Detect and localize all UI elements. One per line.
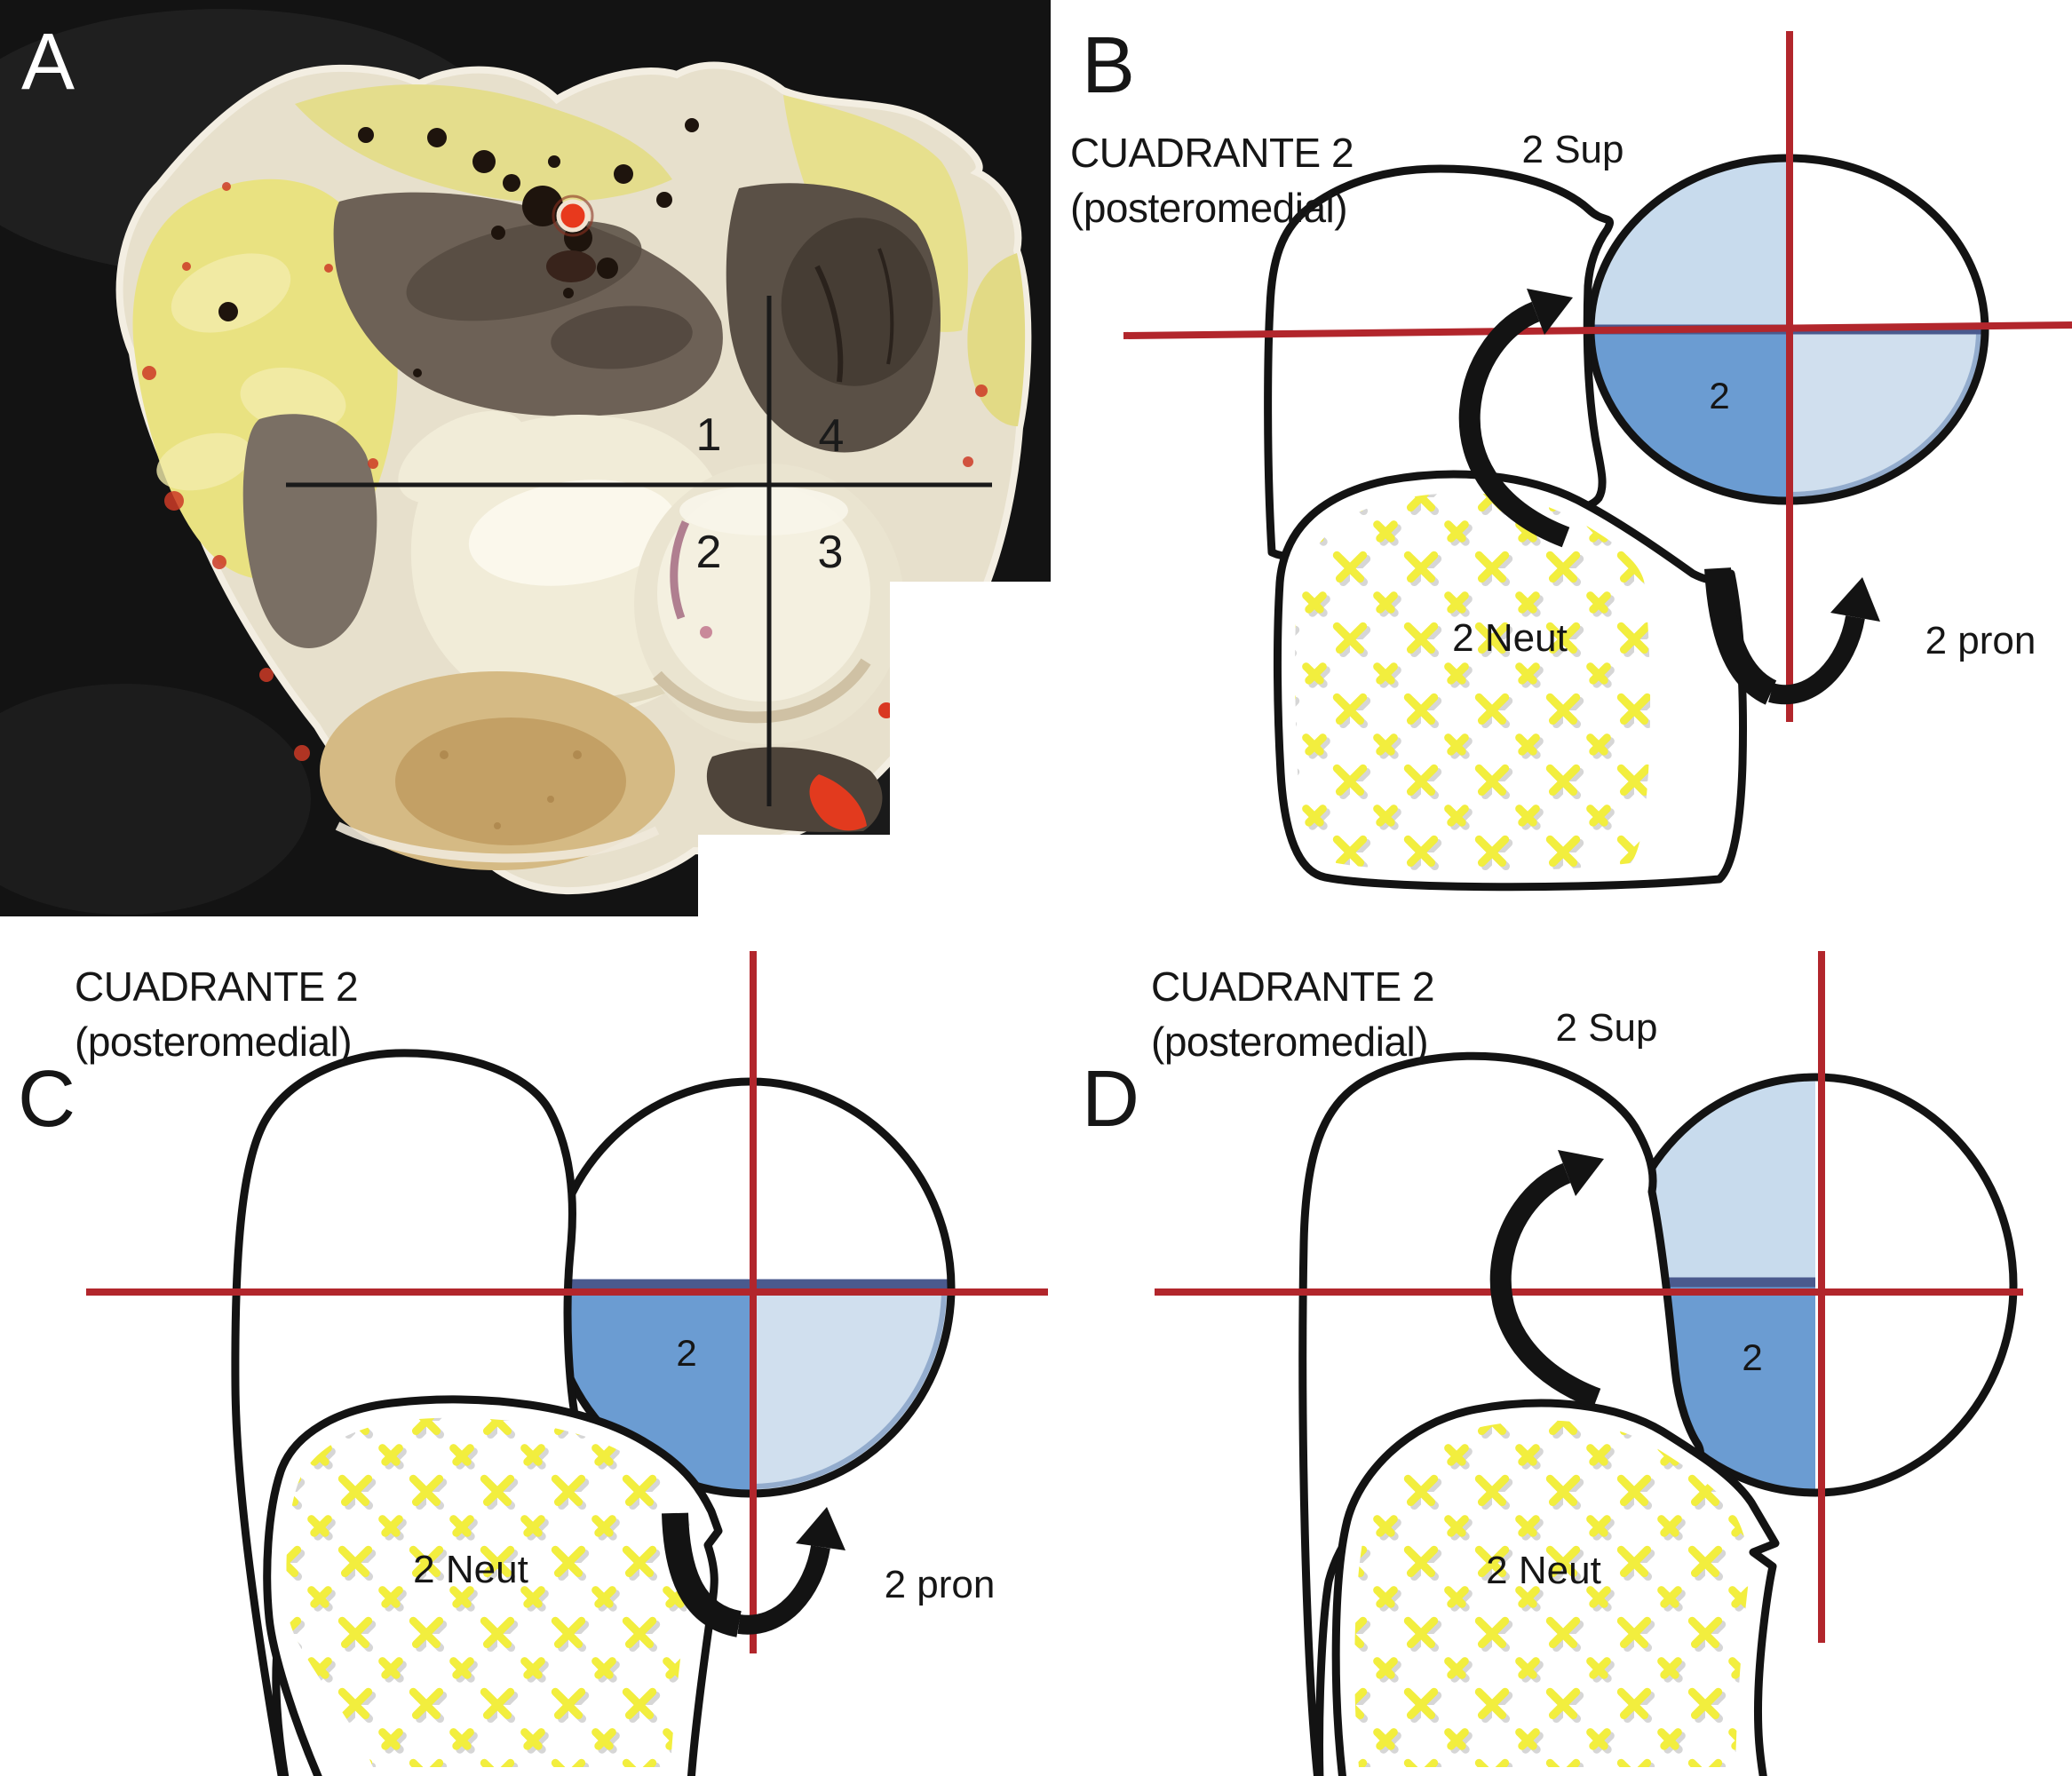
pronation-arrow-tail-c: [662, 1512, 742, 1637]
fat-marbling: [156, 432, 252, 491]
photo-quadrant-2: 2: [696, 527, 722, 578]
tendon-highlight: [468, 480, 678, 586]
pronation-arrow-b: [1768, 614, 1865, 705]
cloth-fold-highlight: [0, 684, 311, 915]
red-stains: [142, 182, 988, 761]
panel-d-title-line1: CUADRANTE 2: [1151, 963, 1434, 1010]
panel-c-title-line2: (posteromedial): [75, 1019, 352, 1065]
muscle-crack: [877, 248, 894, 365]
supination-arrow-b: [1458, 301, 1570, 548]
panel-a-letter: A: [21, 18, 75, 107]
fat-right-strip: [967, 253, 1026, 426]
photo-quadrant-1: 1: [696, 409, 722, 461]
label-pron-c: 2 pron: [885, 1563, 996, 1606]
quadrant-inner-rim-c: [751, 1288, 947, 1489]
panel-b-letter: B: [1082, 21, 1135, 110]
label-pron-b: 2 pron: [1925, 619, 2036, 662]
cancellous-bone-core: [395, 718, 626, 845]
fat-top-band: [295, 84, 672, 202]
quadrant-number-d: 2: [1742, 1336, 1762, 1378]
supination-arrow-d: [1489, 1162, 1601, 1409]
label-neut-d: 2 Neut: [1486, 1549, 1601, 1592]
ulnar-head-rim: [653, 658, 871, 724]
panel-c-letter: C: [18, 1055, 75, 1144]
bone-speckle: [573, 750, 582, 759]
axis-horizontal-b: [1123, 321, 2072, 339]
panel-b-title-line2: (posteromedial): [1070, 185, 1347, 231]
fat-marbling: [240, 367, 346, 432]
quadrant-upper-left-b: [1591, 158, 1788, 329]
bone-speckle: [440, 750, 449, 759]
panel-c-diagram: C CUADRANTE 2 (posteromedial) 2 Neut 2 p…: [18, 951, 1048, 1776]
muscle-streak: [551, 305, 693, 369]
muscle-crack: [814, 265, 844, 383]
muscle-right-dark: [781, 218, 933, 386]
red-vessel-ring: [552, 194, 594, 237]
bone-speckle: [494, 822, 501, 829]
pronation-arrowhead-c: [796, 1507, 845, 1550]
panel-b-diagram: B CUADRANTE 2 (posteromedial) 2 Sup 2 Ne…: [1070, 21, 2072, 892]
panel-c-title-line1: CUADRANTE 2: [75, 963, 358, 1010]
hatch-area-d: [1354, 1420, 1750, 1767]
label-neut-b: 2 Neut: [1452, 616, 1568, 660]
quadrant-lower-right-b: [1788, 329, 1985, 501]
dark-maroon-blob: [546, 250, 596, 282]
panel-d-letter: D: [1082, 1055, 1139, 1144]
bone-speckle: [547, 796, 554, 803]
hatch-area-b: [1295, 493, 1651, 871]
tendon-tongue: [398, 410, 526, 504]
panel-a-photo: 1 4 2 3 A: [0, 0, 1051, 916]
red-streak: [809, 774, 867, 831]
quadrant-inner-rim-b: [1790, 332, 1981, 497]
quadrant-upper-left-d: [1617, 1077, 1815, 1285]
quadrant-number-b: 2: [1709, 375, 1729, 416]
pronation-arrowhead-b: [1830, 577, 1880, 622]
quadrant-lower-left-b: [1591, 329, 1788, 501]
pronation-arrow-c: [737, 1544, 830, 1635]
label-sup-d: 2 Sup: [1556, 1006, 1658, 1050]
red-streak-dot: [878, 702, 894, 718]
bone-lower-edge: [335, 821, 660, 863]
supination-arrowhead-d: [1558, 1150, 1604, 1196]
quadrant-lower-left-c: [550, 1288, 750, 1494]
cartilage-stain-dot: [700, 626, 712, 638]
ulnar-head-cartilage: [657, 485, 870, 702]
panel-d-diagram: D CUADRANTE 2 (posteromedial) 2 Sup 2 Ne…: [1082, 951, 2023, 1776]
fat-marbling: [171, 253, 291, 333]
panel-b-title-line1: CUADRANTE 2: [1070, 130, 1354, 176]
supination-arrowhead-b: [1527, 289, 1573, 335]
label-sup-b: 2 Sup: [1522, 128, 1624, 171]
ulnar-head-shine: [679, 486, 848, 535]
quadrant-number-c: 2: [676, 1332, 696, 1374]
panel-d-title-line2: (posteromedial): [1151, 1019, 1428, 1065]
hatch-area-c: [286, 1417, 693, 1767]
muscle-lower-left: [242, 414, 377, 648]
label-neut-c: 2 Neut: [413, 1548, 528, 1591]
cartilage-stain: [670, 520, 690, 620]
photo-quadrant-3: 3: [818, 527, 844, 578]
red-vessel: [556, 199, 590, 233]
photo-quadrant-4: 4: [819, 410, 845, 462]
pronation-arrow-tail-b: [1704, 567, 1778, 705]
quadrant-lower-right-c: [750, 1288, 951, 1494]
